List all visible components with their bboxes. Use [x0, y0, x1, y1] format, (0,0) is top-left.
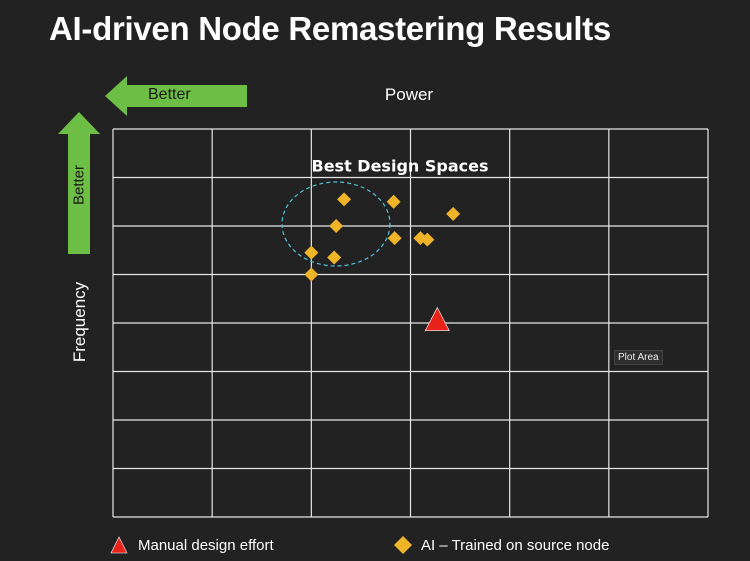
ai-design-point [304, 267, 319, 282]
data-points [304, 192, 461, 331]
ai-design-point [327, 250, 342, 265]
legend-diamond-icon [394, 536, 412, 554]
legend-label-ai: AI – Trained on source node [421, 537, 610, 554]
plot-area-tooltip: Plot Area [614, 350, 663, 365]
x-axis-label: Power [384, 85, 434, 104]
ai-design-point [304, 245, 319, 260]
manual-design-point [424, 306, 450, 331]
ai-design-point [337, 192, 352, 207]
better-left-arrow [105, 76, 247, 116]
ai-design-point [387, 231, 402, 246]
page-title: AI-driven Node Remastering Results [49, 10, 611, 47]
better-up-arrow [58, 112, 100, 254]
better-left-label: Better [148, 86, 191, 103]
legend-label-manual: Manual design effort [138, 537, 274, 554]
ai-design-point [446, 206, 461, 221]
ai-design-point [329, 219, 344, 233]
best-design-ellipse [281, 181, 391, 267]
legend-triangle-icon [110, 536, 128, 554]
ai-design-point [386, 194, 401, 209]
legend: Manual design effort AI – Trained on sou… [0, 535, 750, 559]
plot-grid [112, 128, 709, 518]
annotation-best-design-spaces: Best Design Spaces [311, 156, 489, 176]
ai-design-point [420, 232, 435, 247]
